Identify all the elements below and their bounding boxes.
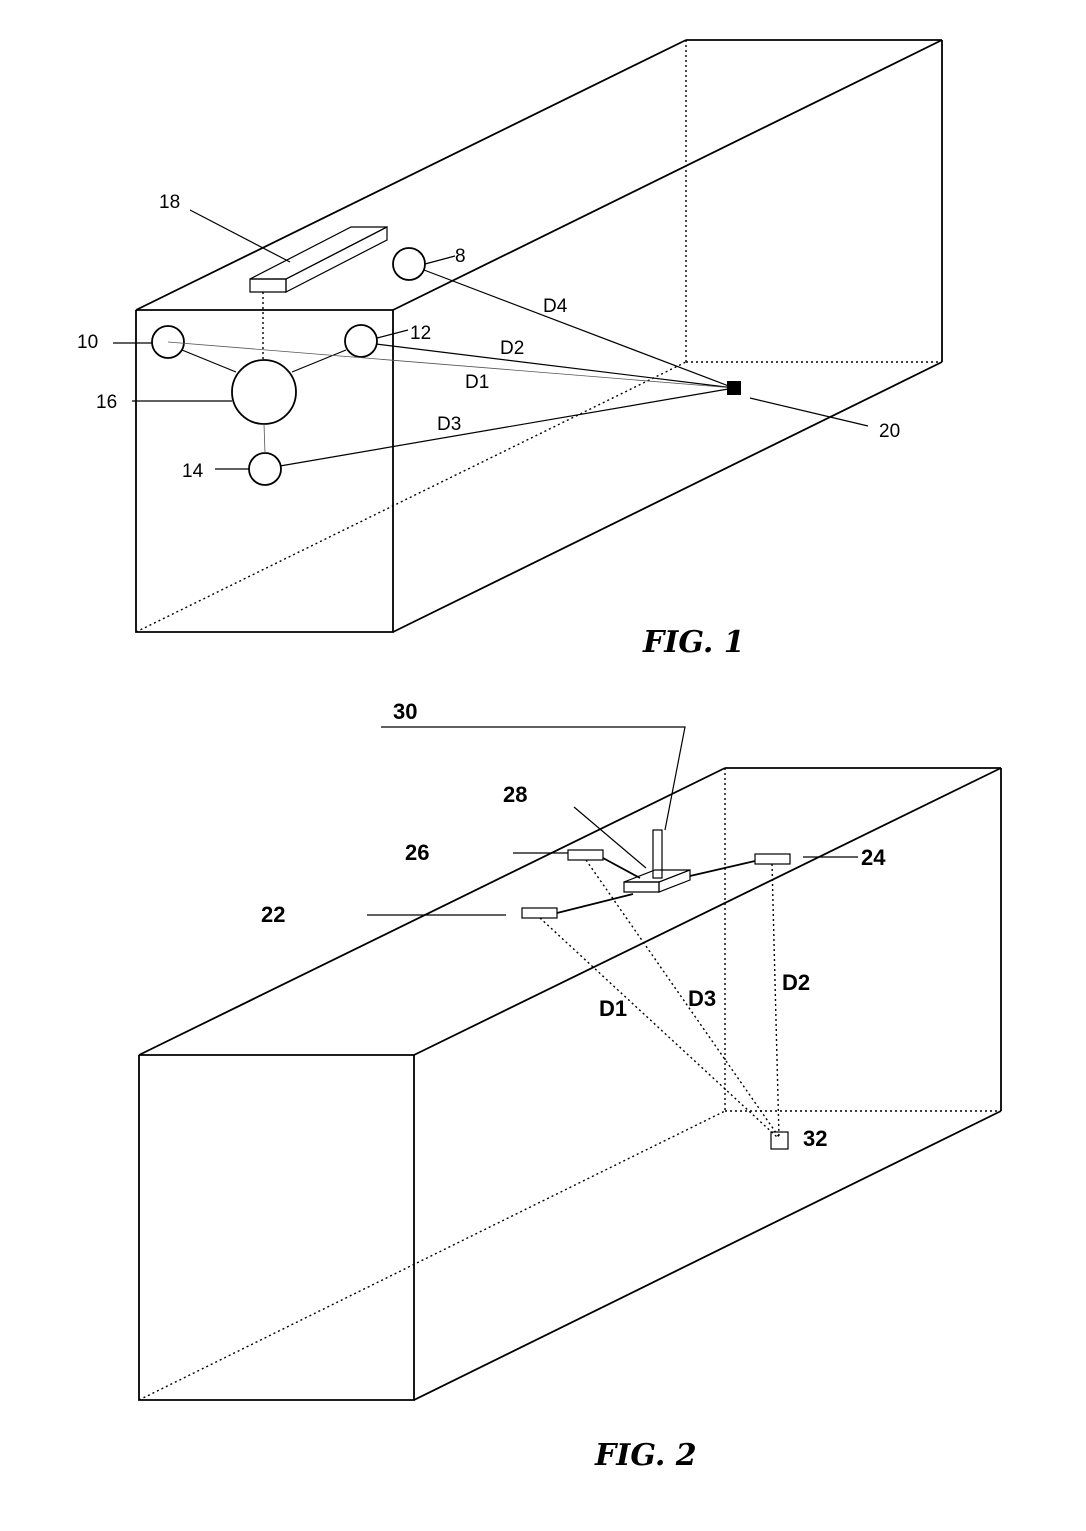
fig2-front-face <box>138 1054 415 1401</box>
fig2-hub-plate-28 <box>623 869 691 893</box>
fig2-sensor-22 <box>521 907 558 919</box>
fig1-hidden-bottom-left-edge <box>135 361 687 633</box>
fig2-leader-28 <box>573 806 647 869</box>
fig1-link-16-14 <box>263 423 266 454</box>
figure-2: 30 28 26 22 24 32 D1 D3 D2 FIG. 2 <box>138 699 1002 1473</box>
fig1-label-20: 20 <box>879 421 900 442</box>
fig1-sensor-12 <box>344 324 378 358</box>
fig1-sensor-8 <box>392 247 426 281</box>
fig2-top-left-edge <box>138 767 726 1056</box>
figure-1: 18 8 10 12 16 14 20 D4 D2 D1 D3 FIG. 1 <box>77 39 943 660</box>
fig1-label-d2: D2 <box>500 338 524 359</box>
fig1-label-18: 18 <box>159 192 180 213</box>
fig1-label-d1: D1 <box>465 372 489 393</box>
fig1-leader-18 <box>189 209 291 263</box>
fig1-leader-20 <box>749 397 869 427</box>
fig2-link-26-hub <box>602 857 641 879</box>
fig1-leader-12 <box>376 329 409 339</box>
fig1-element-18-bar <box>249 226 388 293</box>
fig2-label-28: 28 <box>503 782 527 807</box>
fig2-box <box>138 767 1002 1401</box>
fig1-link-10-16 <box>181 349 237 373</box>
fig1-sensor-14 <box>248 452 282 486</box>
fig2-label-22: 22 <box>261 902 285 927</box>
fig1-label-16: 16 <box>96 392 117 413</box>
fig2-leader-30 <box>381 726 686 831</box>
fig2-label-d2: D2 <box>782 970 810 995</box>
fig1-label-8: 8 <box>455 246 466 267</box>
fig2-caption: FIG. 2 <box>594 1438 697 1473</box>
fig1-target-20 <box>727 381 741 395</box>
fig2-target-32 <box>770 1131 789 1150</box>
fig1-distance-line-d4 <box>423 269 735 389</box>
fig2-bottom-right-edge <box>413 1110 1002 1401</box>
fig1-distance-line-d1 <box>167 341 735 389</box>
fig2-top-right-edge <box>413 767 1002 1056</box>
fig1-label-12: 12 <box>410 323 431 344</box>
fig1-hub-16 <box>231 359 297 425</box>
fig2-label-32: 32 <box>803 1126 827 1151</box>
fig2-mast-30 <box>652 829 663 879</box>
fig2-label-24: 24 <box>861 845 886 870</box>
fig1-box <box>135 39 943 633</box>
fig1-top-right-edge <box>392 39 943 311</box>
fig2-label-26: 26 <box>405 840 429 865</box>
fig1-front-face <box>135 309 394 633</box>
fig2-label-d3: D3 <box>688 986 716 1011</box>
fig2-distance-line-d2 <box>771 863 780 1138</box>
fig1-bottom-right-edge <box>392 361 943 633</box>
fig1-top-left-edge <box>135 39 687 311</box>
fig1-link-12-16 <box>291 349 347 373</box>
fig2-distance-line-d1 <box>539 917 778 1138</box>
fig1-distance-line-d3 <box>279 387 735 467</box>
fig2-link-24-hub <box>689 860 756 877</box>
fig1-caption: FIG. 1 <box>642 625 745 660</box>
fig1-label-10: 10 <box>77 332 98 353</box>
fig1-label-d3: D3 <box>437 414 461 435</box>
fig2-link-22-hub <box>556 893 634 914</box>
fig1-label-d4: D4 <box>543 296 568 317</box>
fig2-hidden-bottom-left-edge <box>138 1110 726 1401</box>
fig2-sensor-26 <box>567 849 604 861</box>
fig1-distance-line-d2 <box>375 343 735 389</box>
fig1-sensor-10 <box>151 325 185 359</box>
fig2-label-30: 30 <box>393 699 417 724</box>
fig1-leader-8 <box>424 255 456 265</box>
fig2-sensor-24 <box>754 853 791 865</box>
fig1-label-14: 14 <box>182 461 204 482</box>
fig2-distance-line-d3 <box>585 859 780 1138</box>
fig2-label-d1: D1 <box>599 996 627 1021</box>
